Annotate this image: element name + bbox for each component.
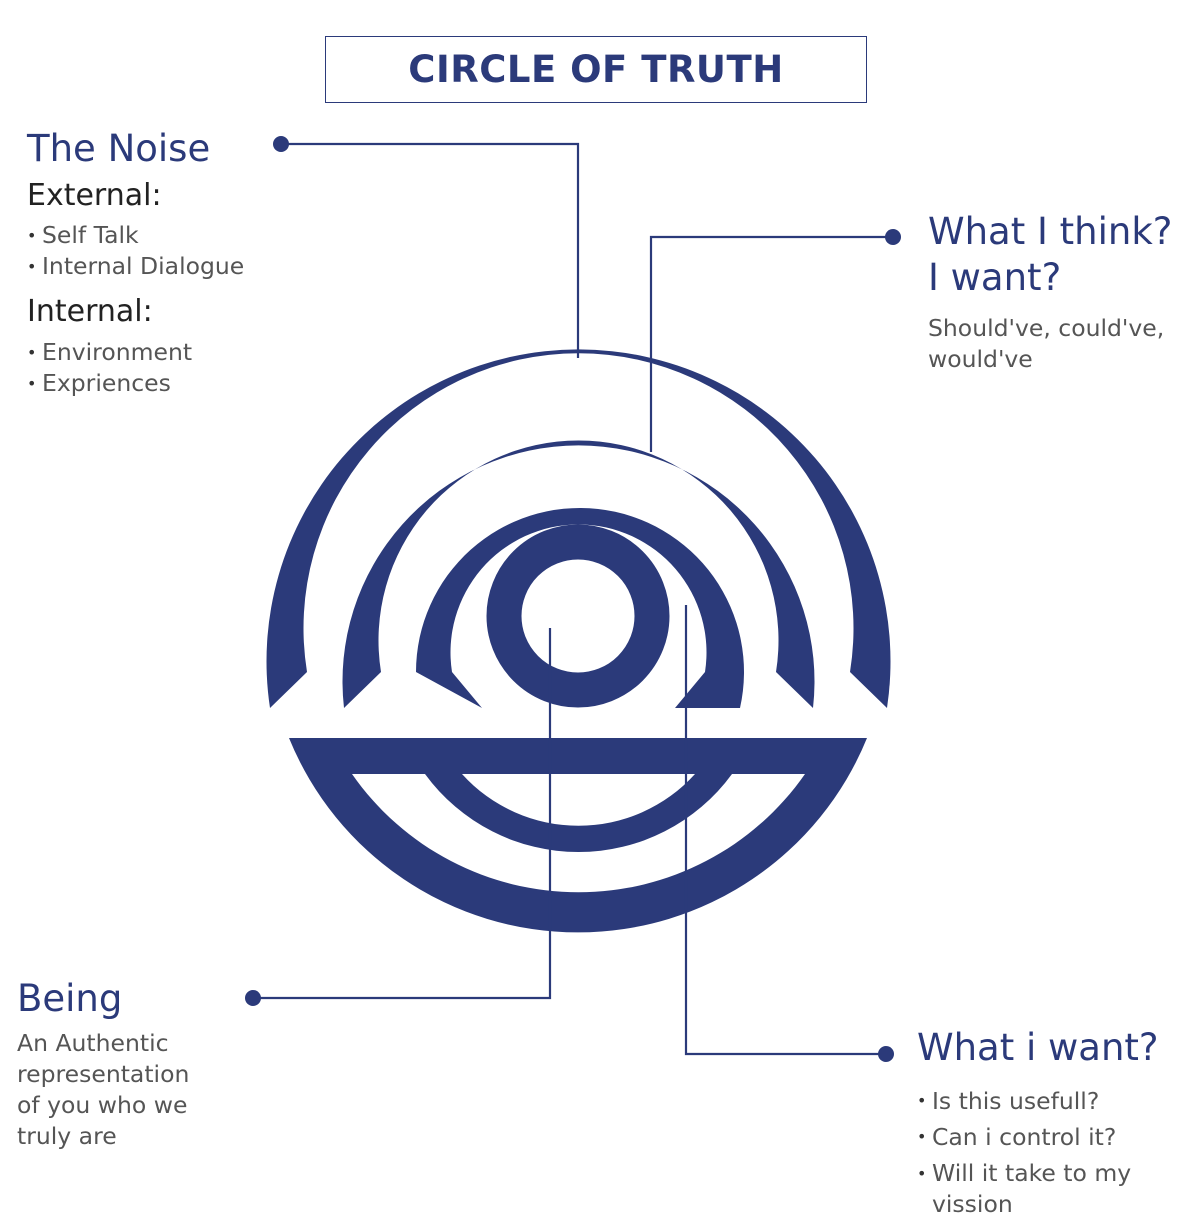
lower-inner-arc <box>425 774 732 853</box>
dot-noise <box>273 136 289 152</box>
think-block: What I think? I want? Should've, could'v… <box>928 209 1198 375</box>
lower-segment <box>289 738 867 933</box>
noise-block: The Noise External: Self Talk Internal D… <box>27 126 277 399</box>
dot-think <box>885 229 901 245</box>
dot-being <box>245 990 261 1006</box>
concentric-arcs <box>266 349 891 933</box>
external-label: External: <box>27 178 162 213</box>
diagram-title: CIRCLE OF TRUTH <box>408 48 784 91</box>
list-item: Expriences <box>27 368 277 399</box>
connector-think <box>649 235 893 452</box>
inner-ring <box>486 524 670 708</box>
being-line: An Authentic <box>17 1029 169 1057</box>
internal-label: Internal: <box>27 294 153 329</box>
external-list: Self Talk Internal Dialogue <box>27 220 277 282</box>
want-block: What i want? Is this usefull? Can i cont… <box>917 1025 1187 1220</box>
internal-list: Environment Expriences <box>27 337 277 399</box>
list-item: Can i control it? <box>917 1119 1187 1155</box>
being-line: of you who we <box>17 1091 188 1119</box>
think-text-line1: Should've, could've, <box>928 314 1165 342</box>
being-line: representation <box>17 1060 190 1088</box>
list-item: Environment <box>27 337 277 368</box>
third-ring-main <box>416 508 744 708</box>
list-item: Self Talk <box>27 220 277 251</box>
connector-being <box>253 628 552 1000</box>
connector-lines <box>253 142 893 1056</box>
noise-heading: The Noise <box>27 127 211 170</box>
title-box: CIRCLE OF TRUTH <box>325 36 867 103</box>
want-heading: What i want? <box>917 1026 1159 1069</box>
dot-want <box>878 1046 894 1062</box>
think-text-line2: would've <box>928 345 1033 373</box>
connector-want <box>684 605 886 1056</box>
connector-noise <box>281 142 580 358</box>
list-item: Is this usefull? <box>917 1083 1187 1119</box>
want-list: Is this usefull? Can i control it? Will … <box>917 1083 1187 1220</box>
think-heading-line1: What I think? <box>928 210 1173 253</box>
list-item: Internal Dialogue <box>27 251 277 282</box>
being-block: Being An Authentic representation of you… <box>17 976 247 1152</box>
being-heading: Being <box>17 977 123 1020</box>
being-line: truly are <box>17 1122 117 1150</box>
think-heading-line2: I want? <box>928 256 1062 299</box>
list-item: Will it take to my vission <box>917 1158 1162 1220</box>
connector-dots <box>245 136 901 1062</box>
